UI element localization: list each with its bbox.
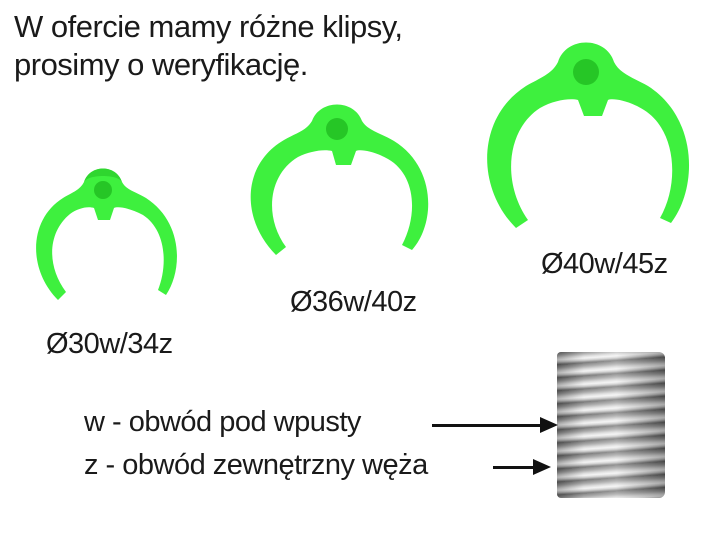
heading: W ofercie mamy różne klipsy, prosimy o w… <box>14 8 403 84</box>
arrow-right-icon <box>493 459 551 475</box>
corrugated-hose-icon <box>557 352 665 498</box>
heading-line-2: prosimy o weryfikację. <box>14 47 308 82</box>
arrow-right-icon <box>432 417 558 433</box>
c-clip-icon <box>36 168 177 300</box>
clip-label-36: Ø36w/40z <box>290 286 417 318</box>
c-clip-icon <box>487 42 690 228</box>
c-clip-icon <box>250 104 429 255</box>
legend-w: w - obwód pod wpusty <box>84 406 361 438</box>
legend-z: z - obwód zewnętrzny węża <box>84 449 428 481</box>
heading-line-1: W ofercie mamy różne klipsy, <box>14 9 403 44</box>
clip-label-30: Ø30w/34z <box>46 328 173 360</box>
clip-label-40: Ø40w/45z <box>541 248 668 280</box>
